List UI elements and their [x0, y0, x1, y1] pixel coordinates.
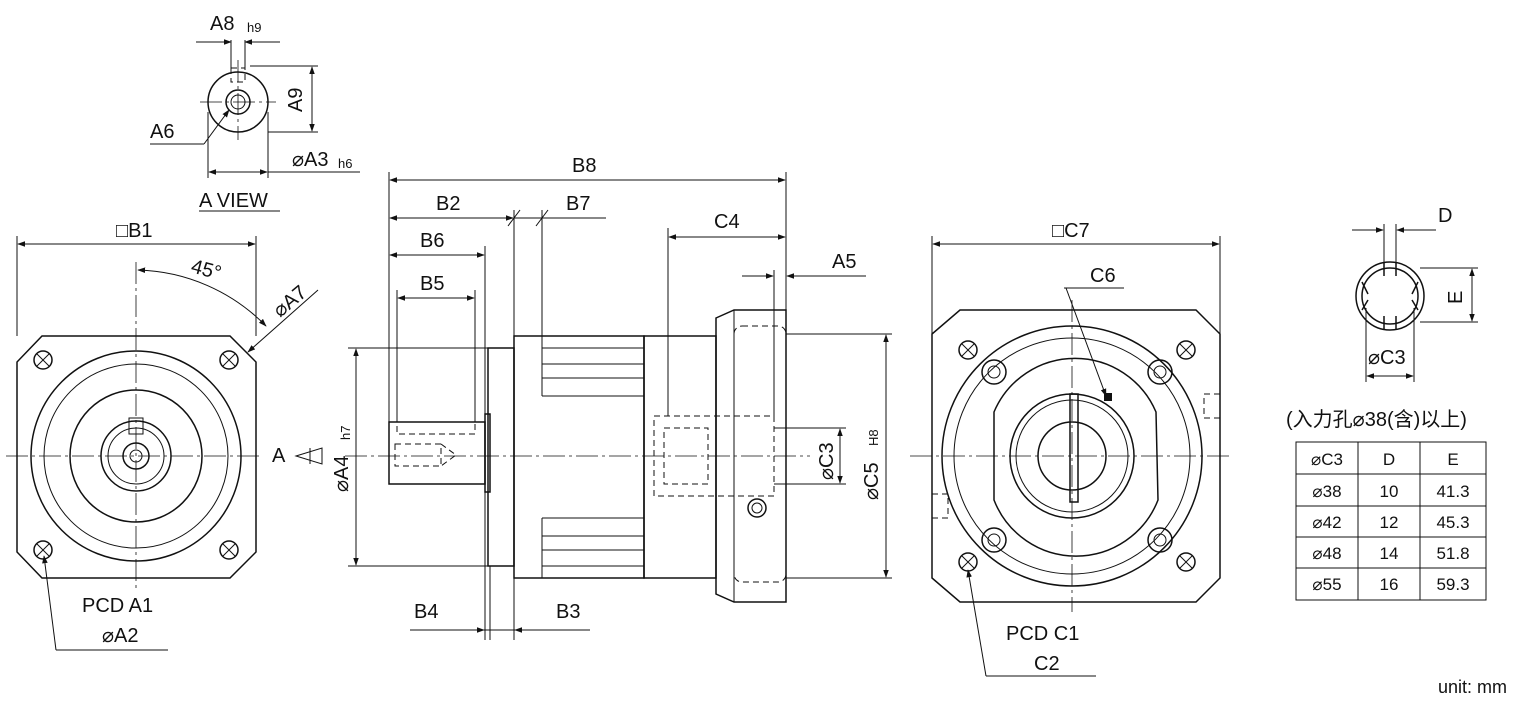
b1-label: □B1 [116, 220, 153, 242]
table-cell: ⌀48 [1312, 544, 1341, 563]
c3-bore-label: ⌀C3 [1368, 347, 1406, 369]
a3-tolerance: h6 [338, 156, 352, 171]
table-cell: 16 [1380, 575, 1399, 594]
table-cell: 41.3 [1436, 482, 1469, 501]
front-bolt-holes [33, 350, 239, 560]
front-view: □B1 45° ⌀A7 A PCD A1 ⌀A2 [6, 220, 323, 651]
a7-label: ⌀A7 [269, 282, 311, 322]
pcd-a1-label: PCD A1 [82, 595, 153, 617]
table-header: ⌀C3 [1311, 450, 1343, 469]
c7-label: □C7 [1052, 220, 1090, 242]
c3-label: ⌀C3 [816, 442, 838, 480]
d-label: D [1438, 205, 1452, 227]
c2-label: C2 [1034, 653, 1060, 675]
b3-label: B3 [556, 601, 580, 623]
table-cell: ⌀42 [1312, 513, 1341, 532]
table-header: E [1447, 450, 1458, 469]
view-arrow-label: A [272, 445, 286, 467]
e-label: E [1445, 291, 1467, 304]
a6-label: A6 [150, 121, 174, 143]
rear-view: □C7 C6 PCD C1 C2 [910, 220, 1232, 677]
c5-label: ⌀C5 [861, 462, 883, 500]
table-cell: ⌀38 [1312, 482, 1341, 501]
bore-note: (入力孔⌀38(含)以上) [1286, 408, 1467, 431]
table-cell: ⌀55 [1312, 575, 1341, 594]
b4-label: B4 [414, 601, 438, 623]
table-cell: 10 [1380, 482, 1399, 501]
a8-label: A8 [210, 13, 234, 35]
b5-label: B5 [420, 273, 444, 295]
a5-label: A5 [832, 251, 856, 273]
bore-detail: D E ⌀C3 (入力孔⌀38(含)以上) [1286, 205, 1478, 431]
a-view: A8 h9 A9 A6 ⌀A3 h6 A VIEW [150, 13, 360, 212]
a4-label: ⌀A4 [331, 455, 353, 492]
a3-label: ⌀A3 [292, 149, 329, 171]
bore-table: ⌀C3 D E ⌀38 10 41.3 ⌀42 12 45.3 ⌀48 14 5… [1295, 441, 1487, 601]
table-cell: 14 [1380, 544, 1399, 563]
unit-label: unit: mm [1437, 677, 1507, 697]
c4-label: C4 [714, 211, 740, 233]
table-cell: 59.3 [1436, 575, 1469, 594]
table-cell: 12 [1380, 513, 1399, 532]
b7-label: B7 [566, 193, 590, 215]
pcd-c1-label: PCD C1 [1006, 623, 1079, 645]
table-cell: 51.8 [1436, 544, 1469, 563]
table-header: D [1383, 450, 1395, 469]
b6-label: B6 [420, 230, 444, 252]
c5-tolerance: H8 [866, 429, 881, 446]
b2-label: B2 [436, 193, 460, 215]
rear-bolt-holes [958, 340, 1196, 572]
a9-label: A9 [285, 88, 307, 112]
table-cell: 45.3 [1436, 513, 1469, 532]
a-view-title: A VIEW [199, 190, 268, 212]
side-view: B8 B2 B7 B6 B5 C4 A5 ⌀ [331, 155, 892, 640]
a4-tolerance: h7 [338, 426, 353, 440]
a8-tolerance: h9 [247, 20, 261, 35]
b8-label: B8 [572, 155, 596, 177]
a2-label: ⌀A2 [102, 625, 139, 647]
c6-label: C6 [1090, 265, 1116, 287]
